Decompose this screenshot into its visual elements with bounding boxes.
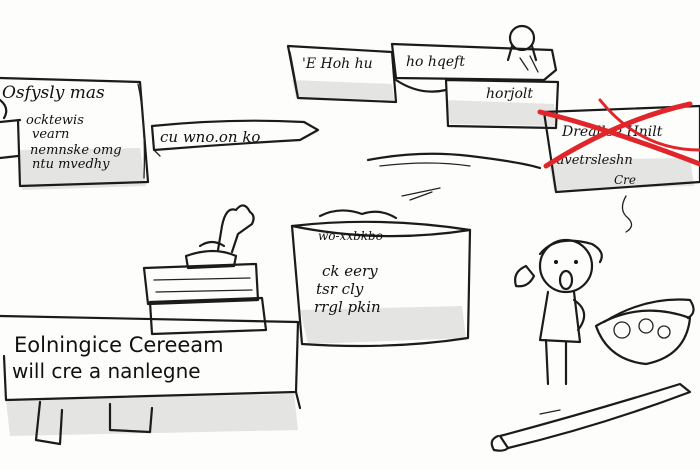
bucket-rim-label: wo-xxbkbo (318, 229, 383, 243)
stick (490, 382, 692, 452)
crossed-note-line-2: uvetrsleshn (556, 153, 633, 168)
top-left-note-line-3: nemnske omg (30, 143, 122, 158)
knob-icon (508, 24, 536, 52)
top-box-2-label: ho hqeft (406, 54, 465, 70)
top-left-note-line-4: ntu mvedhy (32, 157, 110, 172)
top-box-3-label: horjolt (486, 86, 533, 102)
top-box-1-label: 'E Hoh hu (302, 56, 373, 72)
top-left-note-line-2: vearn (32, 127, 69, 142)
stacked-stove (142, 204, 268, 336)
top-left-note-line-1: ocktewis (26, 113, 84, 128)
arrow-caption: cu wno.on ko (160, 128, 260, 146)
food-bowl (594, 298, 695, 366)
banner-line-2: will cre a nanlegne (12, 359, 201, 383)
crossed-out-note: Dreallee Hnilt uvetrsleshn Cre (537, 98, 700, 233)
banner: Eolningice Cereeam will cre a nanlegne (0, 314, 302, 446)
bucket-line-3: rrgl pkin (314, 298, 381, 316)
top-boxes: 'E Hoh hu ho hqeft horjolt (286, 24, 560, 130)
top-left-note-title: Osfysly mas (2, 83, 105, 103)
top-left-note: Osfysly mas ocktewis vearn nemnske omg n… (0, 76, 150, 190)
bucket: wo-xxbkbo ck eery tsr cly rrgl pkin (290, 209, 472, 348)
arrow-caption-group: cu wno.on ko (150, 119, 320, 157)
cup-icon (514, 264, 536, 288)
bucket-line-1: ck eery (322, 262, 378, 280)
cartoon-person (514, 238, 603, 386)
red-cross-stroke-2 (543, 101, 693, 169)
red-cross-stroke-3 (598, 98, 700, 152)
bucket-line-2: tsr cly (316, 280, 364, 298)
banner-line-1: Eolningice Cereeam (14, 333, 224, 357)
ground-wave (366, 152, 542, 170)
crossed-note-line-3: Cre (614, 173, 636, 187)
